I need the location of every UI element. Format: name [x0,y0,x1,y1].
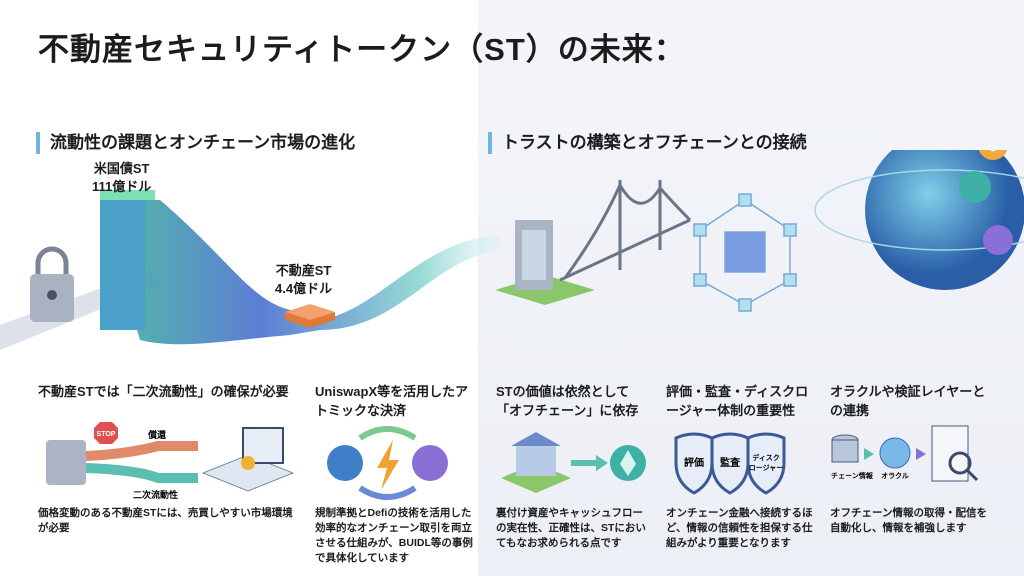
card-heading: STの価値は依然として「オフチェーン」に依存 [496,384,639,418]
arrow-icon [864,448,874,460]
real-estate-st-value: 4.4億ドル [275,281,333,296]
card-oracle-integration: オラクルや検証レイヤーとの連携 オフチェーン情報 オラクル オフチェーン情報の取… [830,382,990,534]
blockchain-network-icon [693,193,797,312]
liquidity-flow-wave [100,200,500,345]
shield-icon [674,432,714,495]
safe-icon [46,440,86,485]
svg-text:二次流動性: 二次流動性 [133,489,178,500]
card-body: オフチェーン情報の取得・配信を自動化し、情報を補強します [830,507,987,534]
card-heading: UniswapX等を活用したアトミックな決済 [315,384,469,418]
card-audit-disclosure: 評価・監査・ディスクロージャー体制の重要性 評価 監査 ディスク ロージャー オ… [666,382,816,549]
svg-text:オラクル: オラクル [881,471,909,480]
svg-text:$: $ [989,150,998,155]
secondary-liquidity-illustration: STOP 償還 二次流動性 [46,422,295,500]
card-heading: 不動産STでは「二次流動性」の確保が必要 [38,384,289,399]
atomic-settlement-illustration [327,426,448,500]
svg-text:ディスク: ディスク [752,453,780,462]
stop-sign-icon [94,422,118,444]
offchain-asset-illustration [501,432,646,493]
magnifier-icon [948,451,972,475]
card-body: 価格変動のある不動産STには、売買しやすい市場環境が必要 [38,507,293,534]
section-heading-trust: トラストの構築とオフチェーンとの接続 [488,132,807,154]
card-heading: 評価・監査・ディスクロージャー体制の重要性 [666,384,809,418]
svg-text:ロージャー: ロージャー [749,464,784,472]
padlock-icon [30,246,74,322]
shield-icon [710,432,750,495]
gear-icon [327,445,363,481]
us-treasury-st-bar [100,195,145,330]
oracle-icon [879,437,911,469]
card-offchain-dependency: STの価値は依然として「オフチェーン」に依存 裏付け資産やキャッシュフローの実在… [496,382,651,549]
page-title: 不動産セキュリティトークン（ST）の未来： [38,32,686,67]
svg-text:STOP: STOP [97,431,116,438]
svg-text:オフチェーン情報: オフチェーン情報 [830,471,874,480]
lock-gear-icon [412,445,448,481]
real-estate-st-name: 不動産ST [275,263,332,278]
svg-text:監査: 監査 [720,456,741,469]
us-treasury-st-name: 米国債ST [93,161,150,176]
shield-icon [746,432,786,495]
shields-illustration: 評価 監査 ディスク ロージャー [674,432,786,495]
hero-illustration: $ [0,150,1024,350]
svg-text:償還: 償還 [147,429,167,440]
card-body: 裏付け資産やキャッシュフローの実在性、正確性は、STにおいてもなお求められる点で… [496,507,646,549]
svg-text:評価: 評価 [684,456,704,469]
card-atomic-settlement: UniswapX等を活用したアトミックな決済 規制準拠とDefiの技術を活用した… [315,382,475,564]
card-body: オンチェーン金融へ接続するほど、情報の信頼性を担保する仕組みがより重要となります [666,507,813,549]
card-secondary-liquidity: 不動産STでは「二次流動性」の確保が必要 STOP 償還 二次流動性 価格変動の… [38,382,303,534]
real-estate-st-label: 不動産ST 4.4億ドル [275,262,332,298]
arrow-icon [916,448,926,460]
us-treasury-st-value: 111億ドル [92,179,152,194]
building-icon [495,220,595,305]
card-body: 規制準拠とDefiの技術を活用した効率的なオンチェーン取引を両立させる仕組みが、… [315,507,473,564]
card-heading: オラクルや検証レイヤーとの連携 [830,384,986,418]
oracle-illustration: オフチェーン情報 オラクル [830,425,979,482]
arrow-icon [596,455,608,471]
bridge-icon [559,180,692,282]
us-treasury-st-label: 米国債ST 111億ドル [92,160,151,196]
section-heading-liquidity: 流動性の課題とオンチェーン市場の進化 [36,132,355,154]
lightning-icon [377,440,399,490]
globe-icon: $ [814,150,1024,290]
